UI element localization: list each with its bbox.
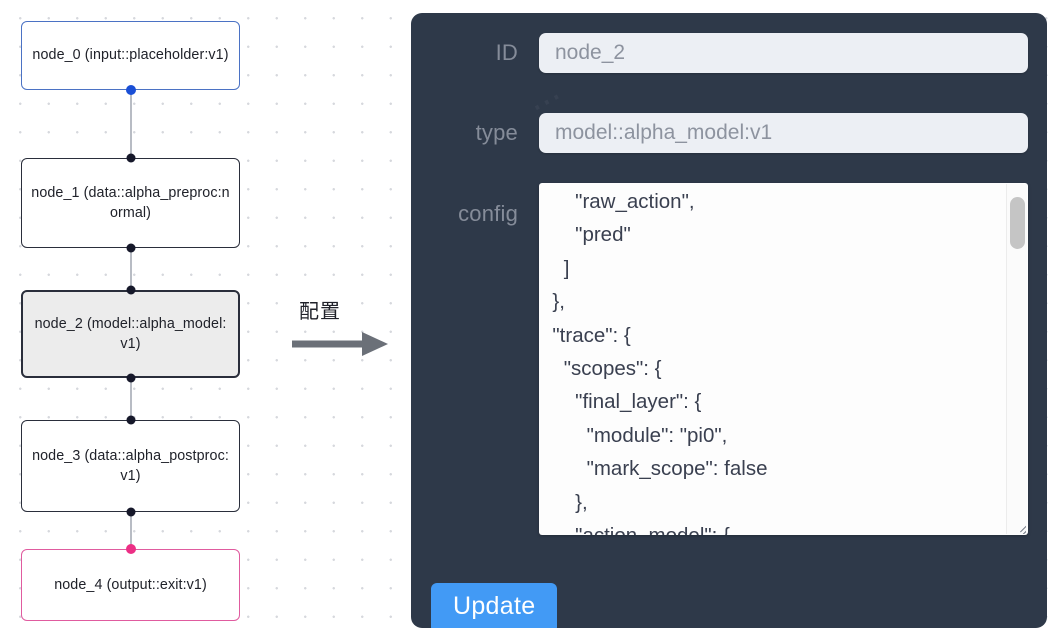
config-field-label: config [458, 201, 518, 226]
config-scrollbar-thumb[interactable] [1010, 197, 1025, 249]
config-scrollbar-track[interactable] [1006, 184, 1027, 534]
edge-node2-node3 [130, 378, 132, 420]
textarea-resize-handle-icon[interactable] [1008, 516, 1026, 534]
graph-node-label: node_1 (data::alpha_preproc:normal) [31, 184, 230, 222]
type-field-label: type [475, 120, 518, 145]
right-arrow-icon [292, 332, 388, 356]
node-handle-target-node_4[interactable] [126, 544, 136, 554]
graph-node-node_1[interactable]: node_1 (data::alpha_preproc:normal) [21, 158, 240, 248]
field-row-config: config [429, 183, 1028, 535]
node-graph-canvas[interactable]: node_0 (input::placeholder:v1) node_1 (d… [0, 0, 400, 643]
node-config-panel: ··· ID type config Update [411, 13, 1047, 628]
node-handle-target-node_2[interactable] [126, 285, 136, 295]
id-input[interactable] [539, 33, 1028, 73]
update-button[interactable]: Update [431, 583, 558, 628]
edge-node0-node1 [130, 90, 132, 158]
id-field-label: ID [495, 40, 518, 65]
field-row-id: ID [429, 33, 1028, 73]
graph-node-label: node_0 (input::placeholder:v1) [32, 47, 229, 64]
graph-node-node_2[interactable]: node_2 (model::alpha_model:v1) [21, 290, 240, 378]
edge-node3-node4 [130, 512, 132, 548]
node-handle-source-node_1[interactable] [126, 243, 136, 253]
graph-node-node_3[interactable]: node_3 (data::alpha_postproc:v1) [21, 420, 240, 512]
node-handle-target-node_3[interactable] [126, 415, 136, 425]
node-handle-source-node_3[interactable] [126, 507, 136, 517]
field-row-type: type [429, 113, 1028, 153]
node-handle-source-node_0[interactable] [126, 85, 136, 95]
graph-node-node_4[interactable]: node_4 (output::exit:v1) [21, 549, 240, 621]
node-handle-source-node_2[interactable] [126, 373, 136, 383]
config-textarea-wrapper [539, 183, 1028, 535]
type-input[interactable] [539, 113, 1028, 153]
node-handle-target-node_1[interactable] [126, 153, 136, 163]
graph-node-label: node_2 (model::alpha_model:v1) [34, 315, 227, 353]
arrow-label: 配置 [299, 299, 341, 323]
graph-node-label: node_4 (output::exit:v1) [54, 576, 207, 593]
transition-arrow-group: 配置 [290, 295, 395, 365]
config-textarea[interactable] [539, 183, 1028, 535]
edge-node1-node2 [130, 248, 132, 290]
graph-node-node_0[interactable]: node_0 (input::placeholder:v1) [21, 21, 240, 90]
graph-node-label: node_3 (data::alpha_postproc:v1) [32, 447, 229, 485]
